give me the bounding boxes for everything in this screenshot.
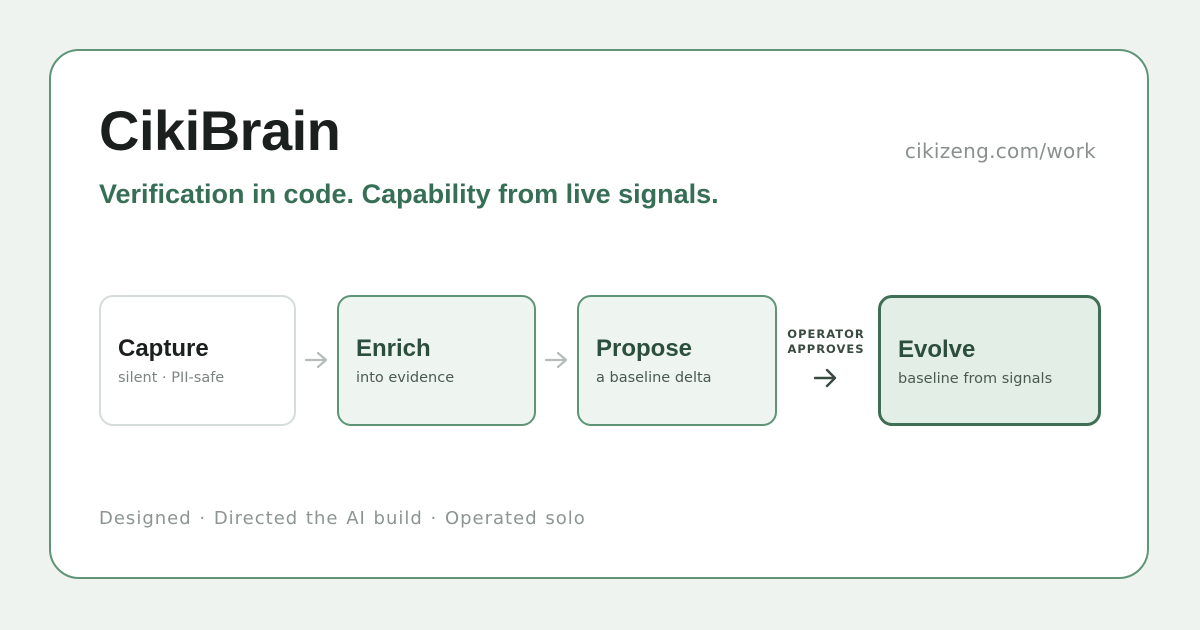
step-propose: Propose a baseline delta [577, 295, 777, 426]
arrow-right-icon [544, 350, 570, 370]
step-subtitle: silent · PII-safe [118, 370, 225, 386]
footer-credits: Designed · Directed the AI build · Opera… [99, 508, 586, 529]
step-title: Propose [596, 335, 693, 362]
step-enrich: Enrich into evidence [337, 295, 536, 426]
approval-label-line1: OPERATOR [787, 327, 865, 341]
arrow-right-icon [813, 367, 839, 389]
arrow-right-icon [304, 350, 330, 370]
step-capture: Capture silent · PII-safe [99, 295, 296, 426]
step-evolve: Evolve baseline from signals [878, 295, 1101, 426]
step-subtitle: baseline from signals [898, 371, 1053, 387]
step-title: Capture [118, 335, 209, 362]
page-title: CikiBrain [99, 99, 341, 162]
step-title: Evolve [898, 336, 976, 363]
step-subtitle: a baseline delta [596, 370, 712, 386]
step-title: Enrich [356, 335, 431, 362]
step-subtitle: into evidence [356, 370, 455, 386]
approval-label: OPERATOR APPROVES [781, 327, 871, 357]
site-url: cikizeng.com/work [904, 139, 1096, 163]
tagline: Verification in code. Capability from li… [99, 179, 719, 209]
approval-label-line2: APPROVES [787, 342, 865, 356]
